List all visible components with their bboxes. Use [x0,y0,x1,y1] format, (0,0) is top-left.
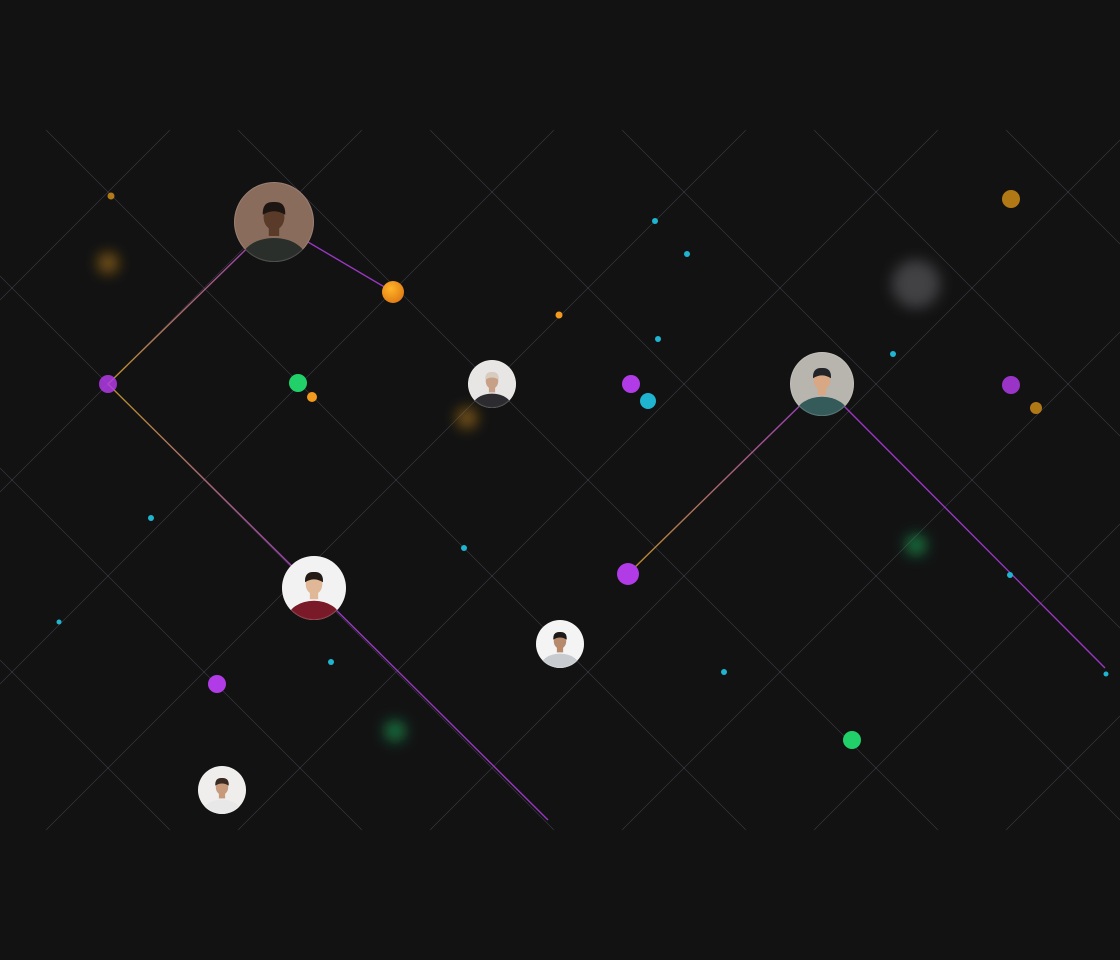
grid-line [813,523,1120,831]
purple-node [208,675,226,693]
avatar-ring [282,556,346,620]
background-glows [98,253,940,741]
cyan-node [461,545,467,551]
amber-glow [457,408,477,428]
cyan-node [56,619,62,625]
grid-line [813,129,1120,437]
avatar-ring [536,620,584,668]
grid-line [237,129,939,831]
diamond-grid [0,129,1120,831]
grid-line [621,129,1120,629]
cyan-node [328,659,334,665]
avatar-man-glasses-hoodie[interactable] [234,182,314,282]
highlight-link [821,383,1106,669]
avatar-woman-headphones[interactable] [282,556,346,636]
grid-line [1005,129,1120,245]
purple-node [622,375,640,393]
grid-line [45,129,747,831]
grid-line [0,467,363,831]
green-node [843,731,861,749]
green-node [289,374,307,392]
green-glow [906,535,926,555]
avatar-woman-beanie[interactable] [198,766,246,826]
grid-line [0,129,555,685]
grid-line [0,659,171,831]
cyan-node [890,351,896,357]
grid-line [0,129,363,493]
purple-node [99,375,117,393]
amber-node [107,192,115,200]
grid-line [237,129,939,831]
avatar-woman-dreadlocks[interactable] [468,360,516,420]
highlight-link [107,383,315,589]
grey-glow [892,260,940,308]
grid-line [0,275,555,831]
green-glow [385,721,405,741]
orange-node [555,311,563,319]
cyan-node [148,515,154,521]
network-nodes [56,190,1109,749]
cyan-node [655,336,661,342]
connection-links [107,221,1106,821]
grid-line [0,129,171,301]
avatar-ring [198,766,246,814]
orange-node [307,392,317,402]
cyan-node [652,218,658,224]
orange-node [382,281,404,303]
grid-line [621,331,1120,831]
people-avatars [198,182,854,826]
cyan-node [684,251,690,257]
avatar-man-cap-smiling[interactable] [790,352,854,432]
grid-line [45,129,747,831]
grid-line [429,139,1120,831]
grid-line [429,129,1120,821]
cyan-node [1103,671,1109,677]
cyan-node [721,669,727,675]
avatar-ring [468,360,516,408]
purple-node [1002,376,1020,394]
avatar-ring [234,182,314,262]
grid-line [1005,715,1120,831]
highlight-link [627,383,823,575]
highlight-link [313,587,549,821]
amber-node [1030,402,1042,414]
avatar-ring [790,352,854,416]
purple-node [617,563,639,585]
cyan-node [640,393,656,409]
amber-node [1002,190,1020,208]
cyan-node [1007,572,1013,578]
avatar-man-grey-shirt[interactable] [536,620,584,680]
amber-glow [98,253,118,273]
